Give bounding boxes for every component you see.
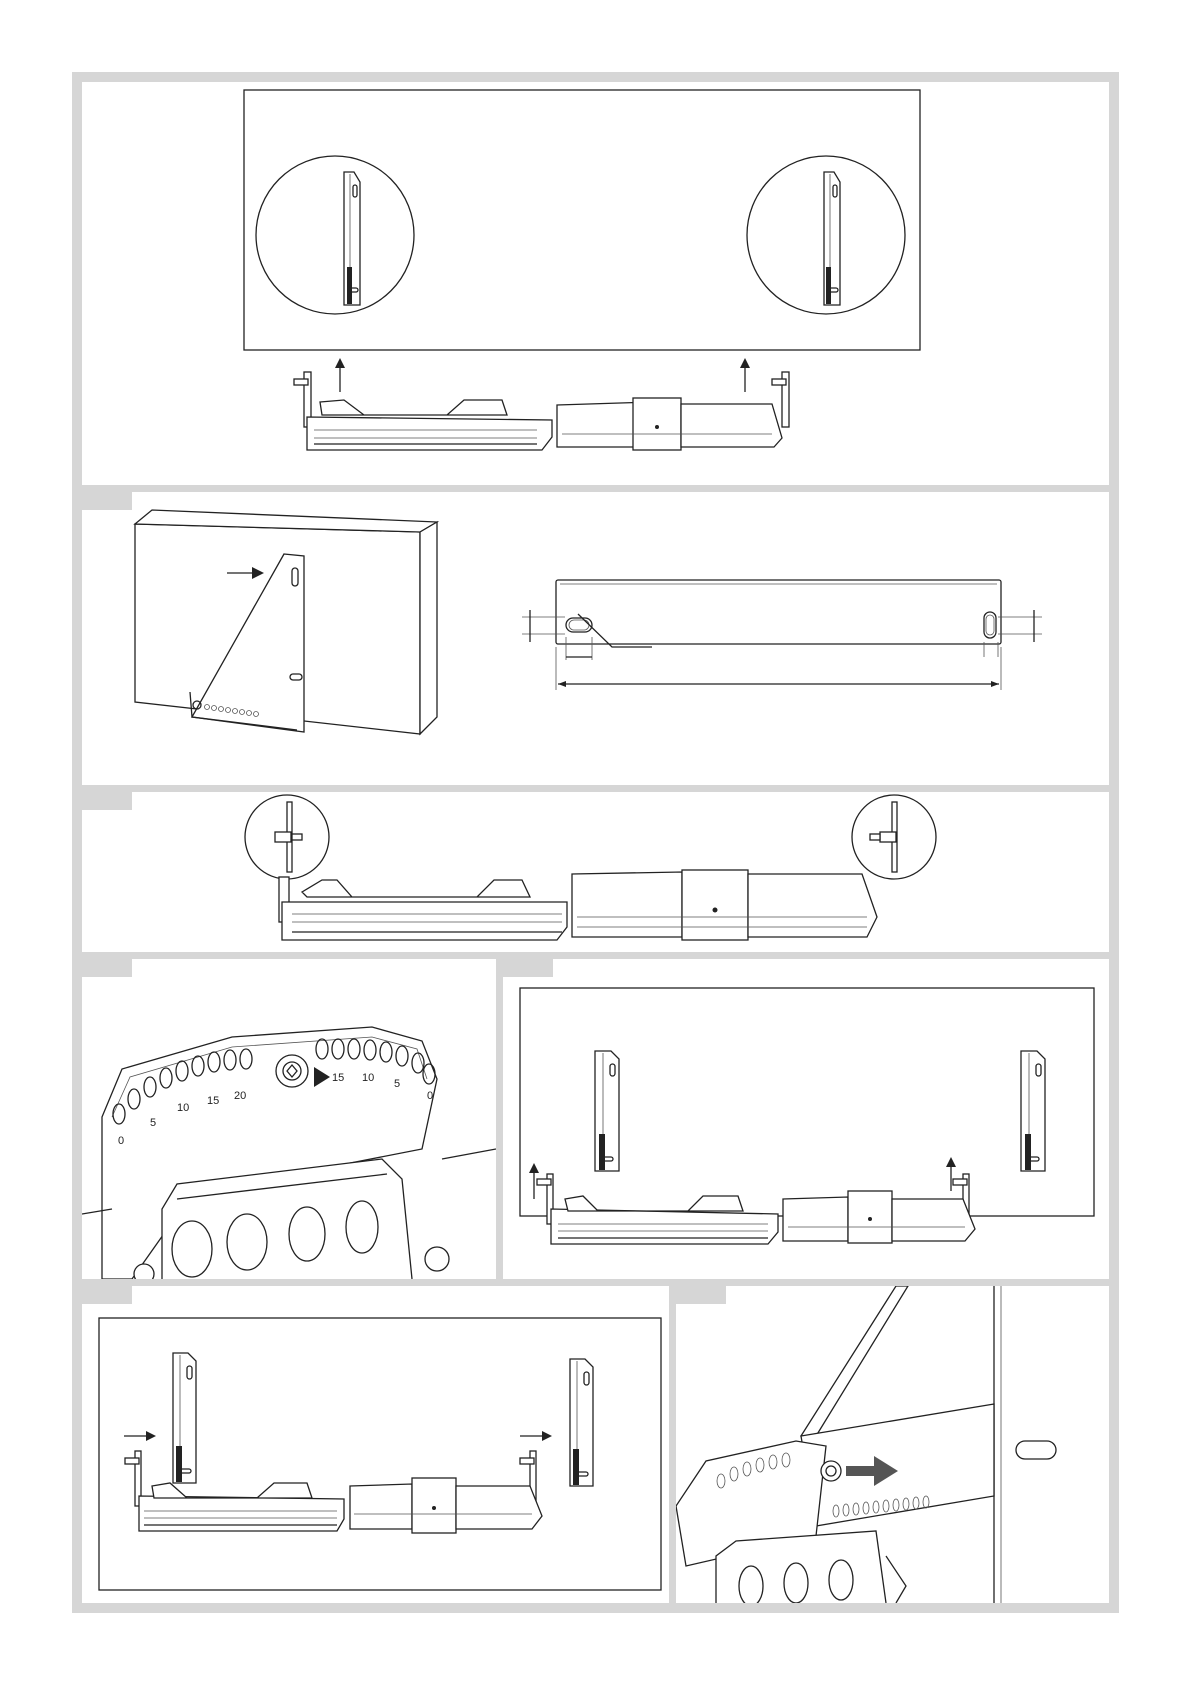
angle-label-left-5: 5 <box>150 1117 156 1129</box>
angle-label-right-5: 5 <box>394 1078 400 1090</box>
angle-label-right-10: 10 <box>362 1072 374 1084</box>
bracket-left <box>173 1353 196 1483</box>
angle-label-right-15: 15 <box>332 1072 344 1084</box>
step-2-panel <box>82 492 1109 785</box>
arrow-up-right <box>946 1157 956 1191</box>
step-1-panel <box>82 82 1109 485</box>
step-7-panel <box>676 1286 1109 1603</box>
step-3-drawing <box>82 792 1109 952</box>
arrow-right-right <box>520 1431 552 1441</box>
arrow-up-left <box>335 358 345 392</box>
hook-detail-left <box>275 802 302 872</box>
bracket-detail-right <box>824 172 840 305</box>
heater-side-view <box>537 1174 975 1244</box>
arrow-right-left <box>124 1431 156 1441</box>
arrow-up-right <box>740 358 750 392</box>
diagonal-bracket-arm <box>801 1286 908 1441</box>
bracket-right <box>1021 1051 1045 1171</box>
bracket-detail-left <box>344 172 360 305</box>
wall-edge <box>994 1286 1001 1603</box>
step-7-drawing <box>676 1286 1109 1603</box>
hinge-bolt <box>821 1461 841 1481</box>
step-4-drawing: 0 5 10 15 20 0 5 10 15 <box>82 959 496 1279</box>
step-6-panel <box>82 1286 669 1603</box>
angle-label-right-0: 0 <box>427 1090 433 1102</box>
bracket-left <box>595 1051 619 1171</box>
angle-label-left-0: 0 <box>118 1135 124 1147</box>
angle-label-left-10: 10 <box>177 1102 189 1114</box>
step-3-panel <box>82 792 1109 952</box>
step-5-drawing <box>503 959 1109 1279</box>
bracket-dimension-drawing <box>522 580 1042 690</box>
heater-side-view <box>294 372 789 450</box>
bracket-right <box>570 1359 593 1486</box>
step-1-drawing <box>82 82 1109 485</box>
heater-side-view-large <box>279 870 877 940</box>
detail-circle-left <box>256 156 414 314</box>
step-2-drawing <box>82 492 1109 785</box>
angle-label-left-20: 20 <box>234 1090 246 1102</box>
figure-frame: 0 5 10 15 20 0 5 10 15 <box>72 72 1119 1613</box>
step-6-drawing <box>82 1286 669 1603</box>
step-5-panel <box>503 959 1109 1279</box>
angle-label-left-15: 15 <box>207 1095 219 1107</box>
heater-frame-below <box>716 1531 906 1603</box>
step-4-panel: 0 5 10 15 20 0 5 10 15 <box>82 959 496 1279</box>
hook-detail-right <box>870 802 897 872</box>
